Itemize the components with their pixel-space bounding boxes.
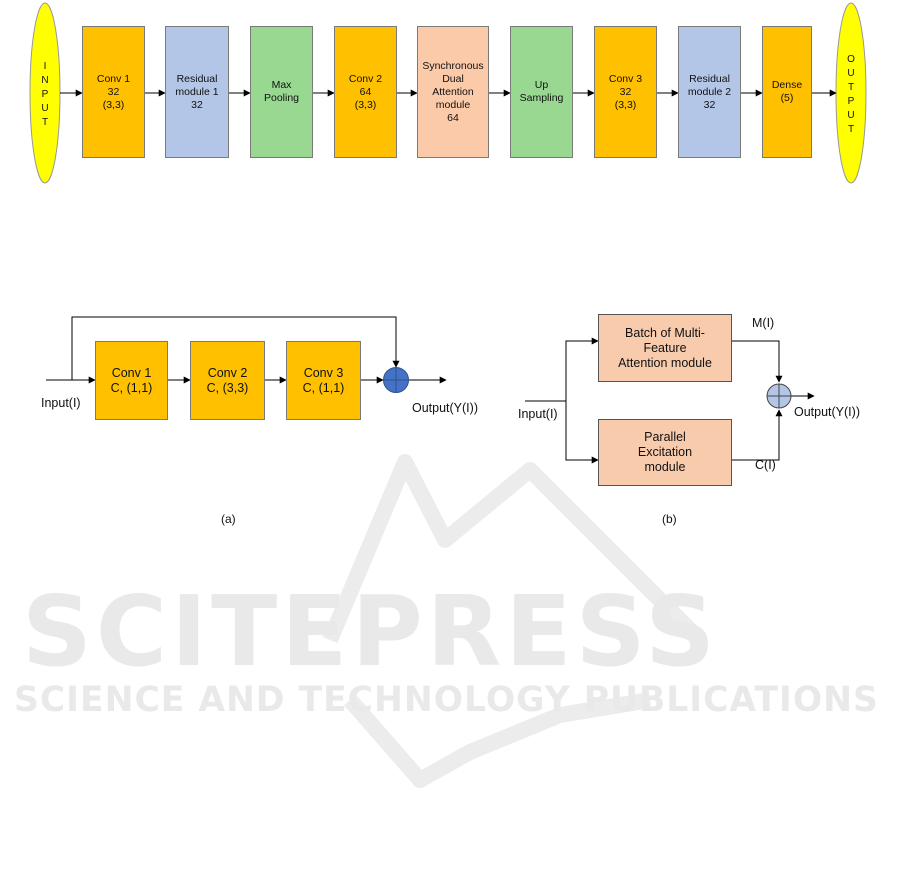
attention-c-line bbox=[732, 409, 783, 461]
ellipse-letter: T bbox=[847, 124, 855, 135]
ellipse-letter: U bbox=[847, 110, 855, 121]
ellipse-letter: N bbox=[41, 75, 49, 86]
pipeline-block-residual2: Residual module 2 32 bbox=[678, 26, 741, 158]
attention-sum-node bbox=[766, 383, 792, 409]
pipeline-block-conv2: Conv 2 64 (3,3) bbox=[334, 26, 397, 158]
attention-bottom-block: Parallel Excitation module bbox=[598, 419, 732, 486]
ellipse-letter: P bbox=[41, 89, 49, 100]
watermark-subtitle: SCIENCE AND TECHNOLOGY PUBLICATIONS bbox=[14, 680, 879, 720]
ellipse-letter: I bbox=[43, 61, 47, 72]
attention-m-line bbox=[732, 340, 783, 383]
attention-split-top bbox=[565, 337, 599, 401]
caption-b: (b) bbox=[662, 512, 677, 526]
attention-m-label: M(I) bbox=[752, 316, 775, 330]
residual-output-label: Output(Y(I)) bbox=[412, 401, 478, 415]
ellipse-letter: U bbox=[847, 68, 855, 79]
pipeline-block-sda: Synchronous Dual Attention module 64 bbox=[417, 26, 489, 158]
pipeline-block-conv1: Conv 1 32 (3,3) bbox=[82, 26, 145, 158]
attention-c-label: C(I) bbox=[755, 458, 776, 472]
residual-conv3-block: Conv 3 C, (1,1) bbox=[286, 341, 361, 420]
residual-input-label: Input(I) bbox=[41, 396, 81, 410]
attention-input-label: Input(I) bbox=[518, 407, 558, 421]
pipeline-block-upsampling: Up Sampling bbox=[510, 26, 573, 158]
pipeline-block-maxpool: Max Pooling bbox=[250, 26, 313, 158]
attention-output-label: Output(Y(I)) bbox=[794, 405, 860, 419]
pipeline-block-dense: Dense (5) bbox=[762, 26, 812, 158]
caption-a: (a) bbox=[221, 512, 236, 526]
ellipse-letter: P bbox=[847, 96, 855, 107]
attention-top-block: Batch of Multi- Feature Attention module bbox=[598, 314, 732, 382]
ellipse-letter: O bbox=[847, 54, 855, 65]
residual-sum-node bbox=[383, 367, 409, 393]
pipeline-block-residual1: Residual module 1 32 bbox=[165, 26, 229, 158]
ellipse-letter: T bbox=[847, 82, 855, 93]
ellipse-letter: T bbox=[41, 117, 49, 128]
ellipse-letter: U bbox=[41, 103, 49, 114]
residual-conv1-block: Conv 1 C, (1,1) bbox=[95, 341, 168, 420]
residual-conv2-block: Conv 2 C, (3,3) bbox=[190, 341, 265, 420]
attention-split-bottom bbox=[565, 401, 599, 464]
watermark-title: SCITEPRESS bbox=[22, 575, 719, 688]
residual-skip-line bbox=[71, 316, 400, 380]
pipeline-block-conv3: Conv 3 32 (3,3) bbox=[594, 26, 657, 158]
